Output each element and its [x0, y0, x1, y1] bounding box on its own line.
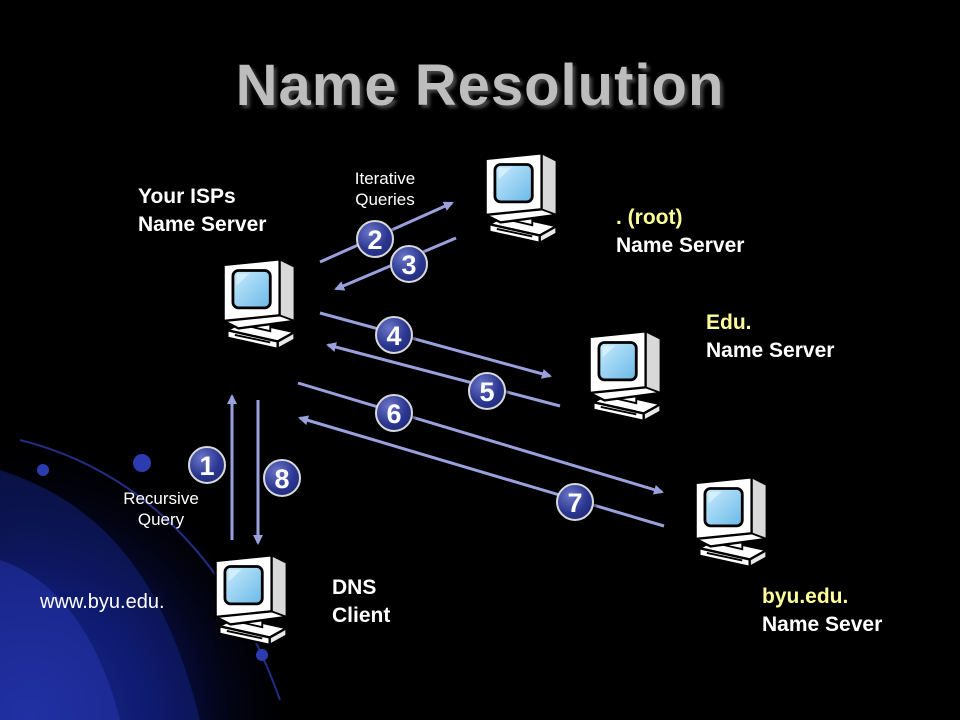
computer-icon: [690, 474, 774, 574]
arrow-step-6: [297, 381, 664, 495]
step-badge-6: 6: [375, 394, 413, 432]
client-label-line-2: Client: [332, 604, 391, 627]
arrow-step-4: [319, 311, 552, 379]
arrow-step-7: [298, 415, 665, 528]
recursive-line-2: Query: [137, 510, 185, 529]
page-title: Name Resolution: [235, 53, 725, 118]
swirl-dot: [256, 649, 268, 661]
step-badge-5: 5: [468, 372, 506, 410]
swirl-dot: [37, 464, 49, 476]
byu-name-server-label: byu.edu. Name Sever: [762, 583, 882, 639]
isp-name-server-label: Your ISPs Name Server: [138, 183, 266, 239]
dns-client-label: DNS Client: [332, 574, 390, 630]
recursive-query-label: Recursive Query: [108, 488, 214, 530]
client-host-label: www.byu.edu.: [40, 591, 165, 613]
root-label-line-2: Name Server: [616, 234, 745, 257]
byu-label-line-2: Name Sever: [762, 613, 883, 636]
step-badge-7: 7: [556, 483, 594, 521]
edu-label-line-1: Edu.: [706, 311, 752, 334]
edu-label-line-2: Name Server: [706, 339, 835, 362]
iterative-line-2: Queries: [355, 190, 415, 209]
arrow-step-5: [326, 342, 561, 408]
computer-icon: [210, 552, 294, 652]
edu-name-server-label: Edu. Name Server: [706, 309, 834, 365]
isp-label-line-2: Name Server: [138, 213, 267, 236]
recursive-line-1: Recursive: [123, 489, 199, 508]
computer-icon: [218, 256, 302, 356]
computer-icon: [480, 150, 564, 250]
root-name-server-label: . (root) Name Server: [616, 204, 744, 260]
swirl-dot: [133, 454, 151, 472]
root-label-line-1: . (root): [616, 206, 683, 229]
client-label-line-1: DNS: [332, 576, 377, 599]
step-badge-2: 2: [356, 220, 394, 258]
step-badge-4: 4: [375, 316, 413, 354]
iterative-queries-label: Iterative Queries: [335, 168, 435, 210]
iterative-line-1: Iterative: [354, 169, 416, 188]
step-badge-3: 3: [390, 245, 428, 283]
step-badge-1: 1: [188, 446, 226, 484]
byu-label-line-1: byu.edu.: [762, 585, 849, 608]
computer-icon: [584, 328, 668, 428]
isp-label-line-1: Your ISPs: [138, 185, 236, 208]
step-badge-8: 8: [263, 459, 301, 497]
